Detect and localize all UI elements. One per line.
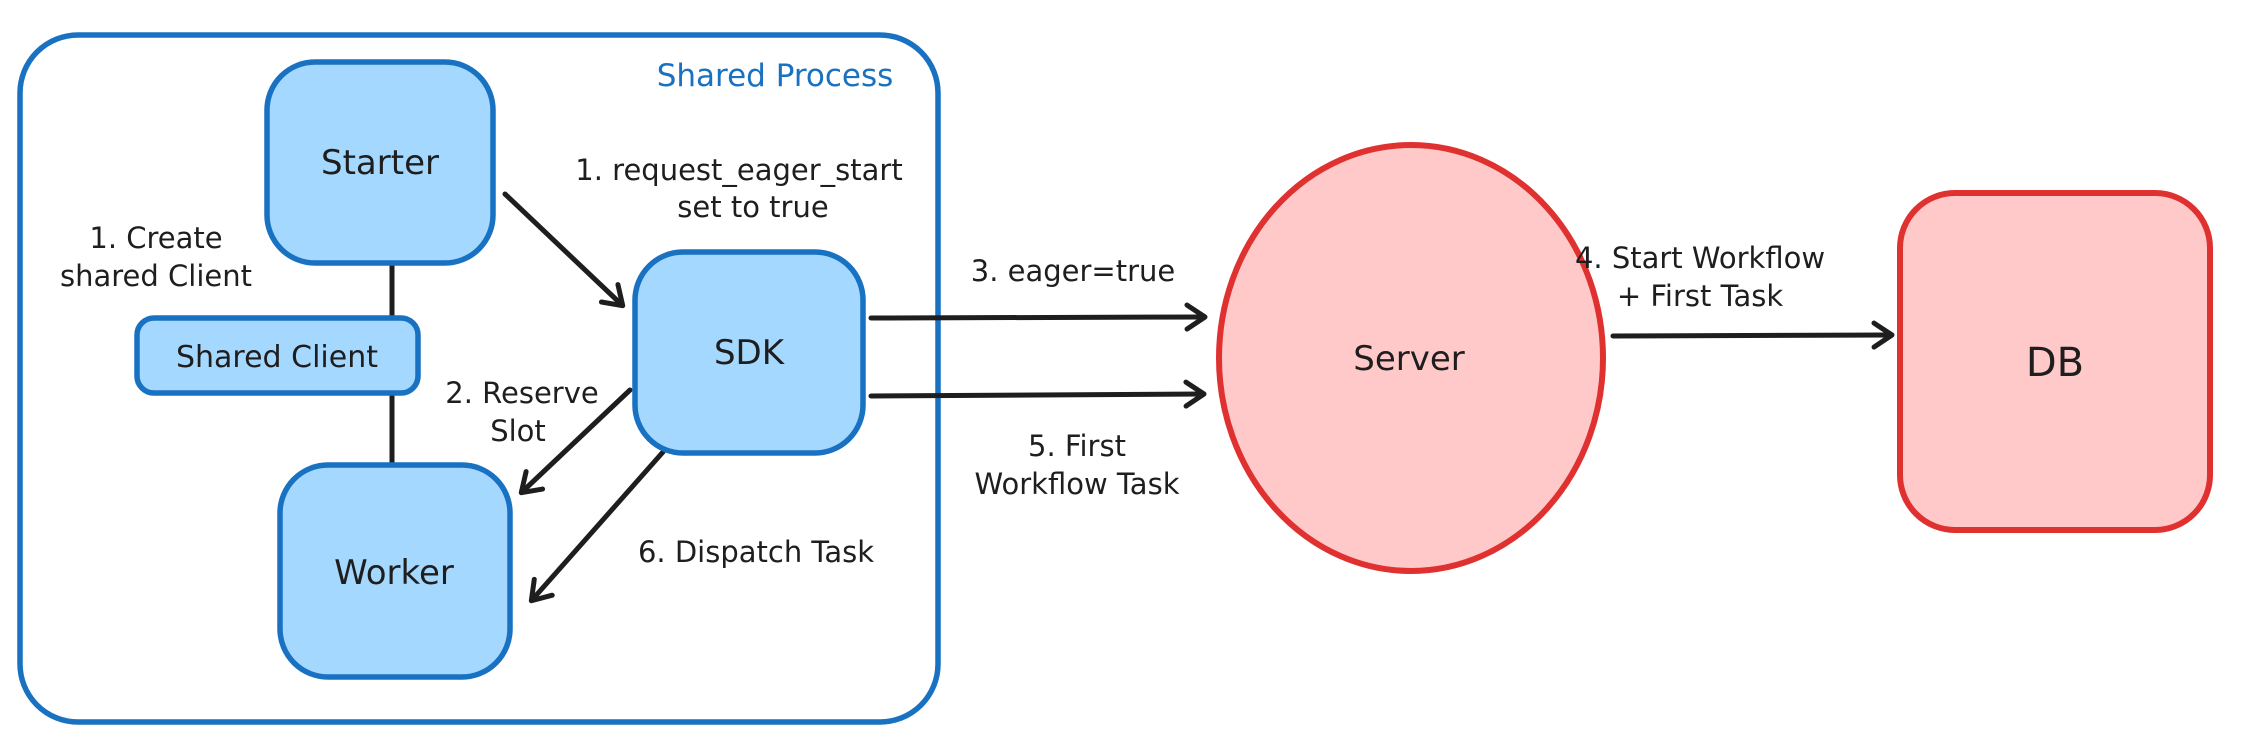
db-node xyxy=(1897,190,2213,533)
shared-process-container xyxy=(17,32,941,725)
note-create-shared-client-line2: shared Client xyxy=(60,259,252,293)
note-reserve-slot-line1: 2. Reserve xyxy=(445,376,598,410)
note-eager-true: 3. eager=true xyxy=(971,254,1176,288)
worker-label: Worker xyxy=(334,553,454,593)
worker-node xyxy=(277,462,513,680)
arrow-dispatch-task xyxy=(528,449,666,604)
note-start-workflow-line1: 4. Start Workflow xyxy=(1575,241,1825,275)
sdk-label: SDK xyxy=(714,333,786,373)
starter-label: Starter xyxy=(321,143,439,183)
note-request-eager-start-line2: set to true xyxy=(677,190,828,224)
note-first-workflow-task-line2: Workflow Task xyxy=(975,467,1180,501)
shared-process-label: Shared Process xyxy=(657,58,894,94)
note-reserve-slot-line2: Slot xyxy=(490,414,546,448)
starter-node xyxy=(264,59,496,266)
arrow-reserve-slot xyxy=(518,387,633,496)
db-label: DB xyxy=(2026,340,2084,386)
note-request-eager-start-line1: 1. request_eager_start xyxy=(575,153,902,187)
shared-client-node xyxy=(134,315,421,396)
arrow-first-workflow-task xyxy=(868,379,1207,409)
server-label: Server xyxy=(1353,339,1465,379)
arrow-request-eager-start xyxy=(502,191,626,309)
note-first-workflow-task-line1: 5. First xyxy=(1028,429,1126,463)
server-node xyxy=(1216,142,1606,574)
note-dispatch-task: 6. Dispatch Task xyxy=(638,535,874,569)
shared-client-label: Shared Client xyxy=(176,340,378,375)
arrow-start-workflow xyxy=(1610,320,1895,350)
note-start-workflow-line2: + First Task xyxy=(1617,279,1784,313)
sdk-node xyxy=(632,249,866,456)
note-create-shared-client-line1: 1. Create xyxy=(89,221,222,255)
arrow-eager-true xyxy=(868,302,1208,332)
